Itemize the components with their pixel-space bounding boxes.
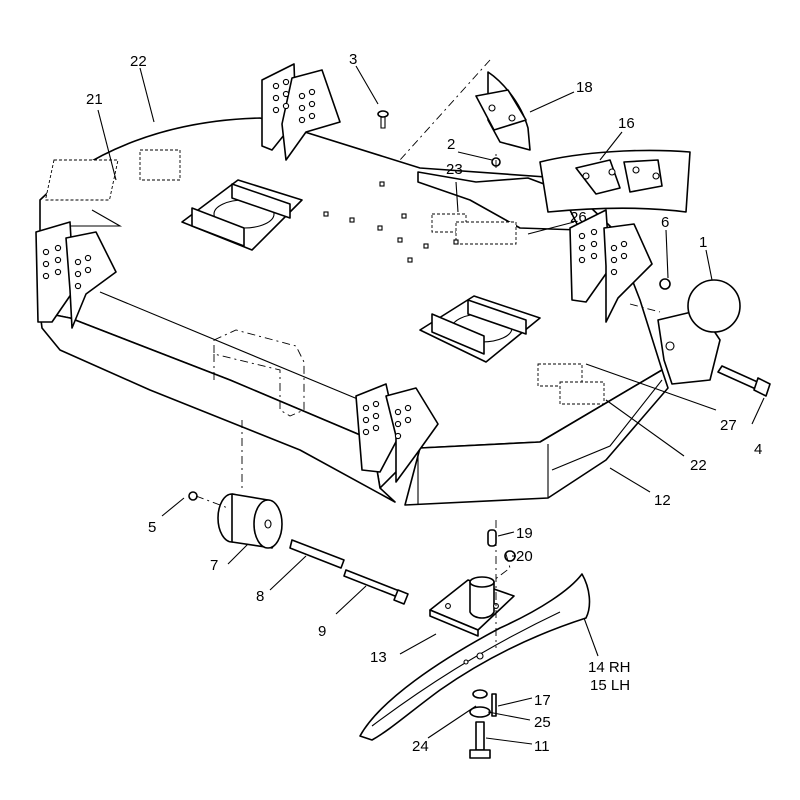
roller-7 bbox=[217, 493, 283, 549]
decal-21 bbox=[44, 159, 119, 201]
nut-6 bbox=[659, 278, 671, 290]
callout-25: 25 bbox=[534, 714, 551, 731]
bracket-rear-left bbox=[261, 63, 341, 161]
rear-baffle-16 bbox=[539, 149, 691, 213]
callout-2: 2 bbox=[447, 136, 455, 153]
callout-15: 15 LH bbox=[590, 677, 630, 694]
pin-17 bbox=[491, 693, 497, 717]
callout-3: 3 bbox=[349, 51, 357, 68]
callout-7: 7 bbox=[210, 557, 218, 574]
callout-22-front: 22 bbox=[690, 457, 707, 474]
bracket-holes bbox=[42, 78, 628, 440]
decal-22-rear bbox=[139, 149, 181, 181]
callout-labels: 1 2 3 4 5 6 7 8 9 11 12 13 14 RH 15 LH 1… bbox=[86, 51, 762, 755]
callout-18: 18 bbox=[576, 79, 593, 96]
callout-13: 13 bbox=[370, 649, 387, 666]
callout-14: 14 RH bbox=[588, 659, 631, 676]
callout-4: 4 bbox=[754, 441, 762, 458]
spindle-13 bbox=[429, 576, 515, 637]
callout-11: 11 bbox=[534, 738, 550, 755]
callout-16: 16 bbox=[618, 115, 635, 132]
callout-21: 21 bbox=[86, 91, 103, 108]
bolt-4 bbox=[717, 365, 771, 397]
callout-5: 5 bbox=[148, 519, 156, 536]
callout-20: 20 bbox=[516, 548, 533, 565]
callout-9: 9 bbox=[318, 623, 326, 640]
blade-14-15 bbox=[359, 573, 591, 741]
deflector-18 bbox=[475, 71, 531, 151]
decal-26 bbox=[455, 221, 517, 245]
bolt-9 bbox=[343, 569, 409, 605]
washer-24-25 bbox=[469, 689, 491, 718]
bolt-3 bbox=[377, 110, 389, 129]
callout-12: 12 bbox=[654, 492, 671, 509]
decals bbox=[44, 149, 605, 405]
callout-24: 24 bbox=[412, 738, 429, 755]
leader-lines bbox=[97, 65, 765, 745]
spindle-mount-left bbox=[181, 179, 303, 251]
callout-26: 26 bbox=[570, 209, 587, 226]
spacer-8 bbox=[289, 539, 345, 569]
callout-6: 6 bbox=[661, 214, 669, 231]
spindle-mount-right bbox=[419, 295, 541, 363]
deck-mounting-holes bbox=[323, 181, 459, 263]
deck-right-skirt bbox=[404, 369, 669, 506]
decal-22-front bbox=[559, 381, 605, 405]
center-lines bbox=[195, 59, 661, 648]
deck-front-skirt bbox=[39, 311, 396, 503]
callout-17: 17 bbox=[534, 692, 551, 709]
roller-assembly-1 bbox=[657, 279, 741, 385]
nut-5 bbox=[188, 491, 198, 501]
callout-19: 19 bbox=[516, 525, 533, 542]
callout-8: 8 bbox=[256, 588, 264, 605]
callout-23: 23 bbox=[446, 161, 463, 178]
callout-22-rear: 22 bbox=[130, 53, 147, 70]
bolt-11 bbox=[469, 721, 491, 759]
callout-1: 1 bbox=[699, 234, 707, 251]
callout-27: 27 bbox=[720, 417, 737, 434]
hidden-bracket-under-deck bbox=[213, 329, 305, 417]
pin-19 bbox=[487, 529, 497, 547]
